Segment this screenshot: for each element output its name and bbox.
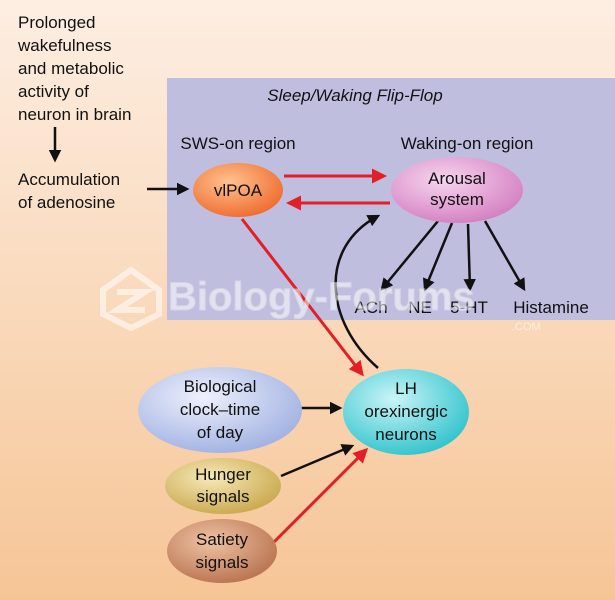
node-vlpoa: vlPOA xyxy=(193,163,283,217)
node-satiety-signals: Satiety signals xyxy=(167,519,277,583)
output-ach: ACh xyxy=(354,298,387,317)
watermark-text: Biology-Forums xyxy=(168,275,475,319)
lh-line-2: orexinergic xyxy=(364,402,448,421)
intro-line-4: activity of xyxy=(18,82,89,101)
arrow-lh-to-arousal xyxy=(334,214,381,369)
node-arousal-system: Arousal system xyxy=(391,157,523,223)
arrow-hunger-to-lh xyxy=(280,444,355,478)
arrow-vlpoa-to-lh xyxy=(240,218,364,377)
arousal-line-1: Arousal xyxy=(428,169,486,188)
arrow-to-5ht xyxy=(463,223,476,292)
clock-line-1: Biological xyxy=(184,377,257,396)
node-lh-orexinergic: LH orexinergic neurons xyxy=(343,369,469,455)
intro-line-5: neuron in brain xyxy=(18,105,131,124)
lh-line-3: neurons xyxy=(375,425,436,444)
panel-title: Sleep/Waking Flip-Flop xyxy=(267,86,442,105)
output-histamine: Histamine xyxy=(513,298,589,317)
intro-line-2: wakefulness xyxy=(17,36,112,55)
intro-line-1: Prolonged xyxy=(18,13,96,32)
adenosine-line-1: Accumulation xyxy=(18,170,120,189)
arrow-satiety-to-lh xyxy=(272,447,369,544)
satiety-line-1: Satiety xyxy=(196,530,248,549)
vlpoa-label: vlPOA xyxy=(214,181,263,200)
output-ne: NE xyxy=(408,298,432,317)
arrow-to-ne xyxy=(423,222,454,292)
hunger-line-2: signals xyxy=(197,487,250,506)
lh-line-1: LH xyxy=(395,379,417,398)
node-biological-clock: Biological clock–time of day xyxy=(138,367,302,453)
arousal-line-2: system xyxy=(430,190,484,209)
output-5ht: 5-HT xyxy=(450,298,488,317)
watermark-sub: .COM xyxy=(512,321,541,333)
sws-on-region-label: SWS-on region xyxy=(180,134,295,153)
adenosine-line-2: of adenosine xyxy=(18,193,115,212)
clock-line-3: of day xyxy=(197,423,244,442)
intro-text: Prolonged wakefulness and metabolic acti… xyxy=(17,13,131,124)
watermark-logo-icon xyxy=(100,266,162,332)
clock-line-2: clock–time xyxy=(180,400,260,419)
satiety-line-2: signals xyxy=(196,553,249,572)
arousal-output-arrows xyxy=(380,220,526,292)
waking-on-region-label: Waking-on region xyxy=(401,134,534,153)
intro-line-3: and metabolic xyxy=(18,59,124,78)
hunger-line-1: Hunger xyxy=(195,465,251,484)
arrow-to-ach xyxy=(380,220,439,291)
arrow-to-histamine xyxy=(483,220,526,292)
watermark: Biology-Forums .COM xyxy=(100,266,541,333)
node-hunger-signals: Hunger signals xyxy=(165,458,281,514)
